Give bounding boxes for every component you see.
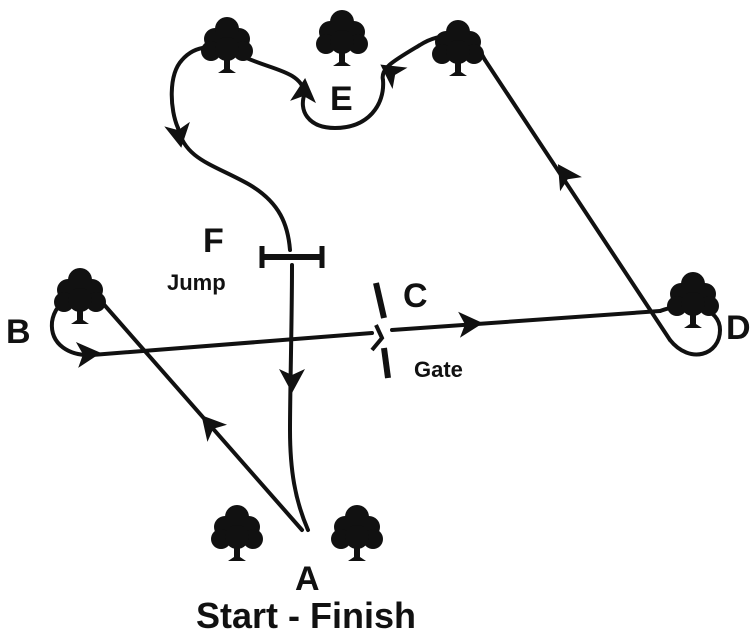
jump-bar-icon [259, 246, 325, 268]
tree-icon [316, 10, 368, 66]
gate-icon [370, 282, 391, 379]
path-b-to-d [90, 331, 374, 357]
waypoint-c-label: C [403, 277, 428, 315]
path-e-loop [300, 78, 386, 130]
start-finish-label: Start - Finish [196, 595, 416, 635]
waypoint-d-label: D [726, 309, 751, 347]
path-d-to-top [483, 58, 672, 342]
waypoint-a-label: A [295, 560, 320, 598]
waypoint-e-label: E [330, 80, 353, 118]
waypoint-f-label: F [203, 222, 224, 260]
tree-icon [331, 505, 383, 561]
arrow-icon [372, 53, 408, 89]
gate-label: Gate [414, 357, 463, 382]
tree-icon [201, 17, 253, 73]
waypoint-b-label: B [6, 313, 31, 351]
jump-label: Jump [167, 270, 226, 295]
tree-icon [667, 272, 719, 328]
path-a-to-b [98, 298, 304, 532]
path-gate-to-d [390, 309, 662, 332]
path-jump-to-a [288, 263, 310, 532]
path-to-jump [176, 126, 292, 252]
tree-icon [211, 505, 263, 561]
tree-icon [432, 20, 484, 76]
tree-icon [54, 268, 106, 324]
